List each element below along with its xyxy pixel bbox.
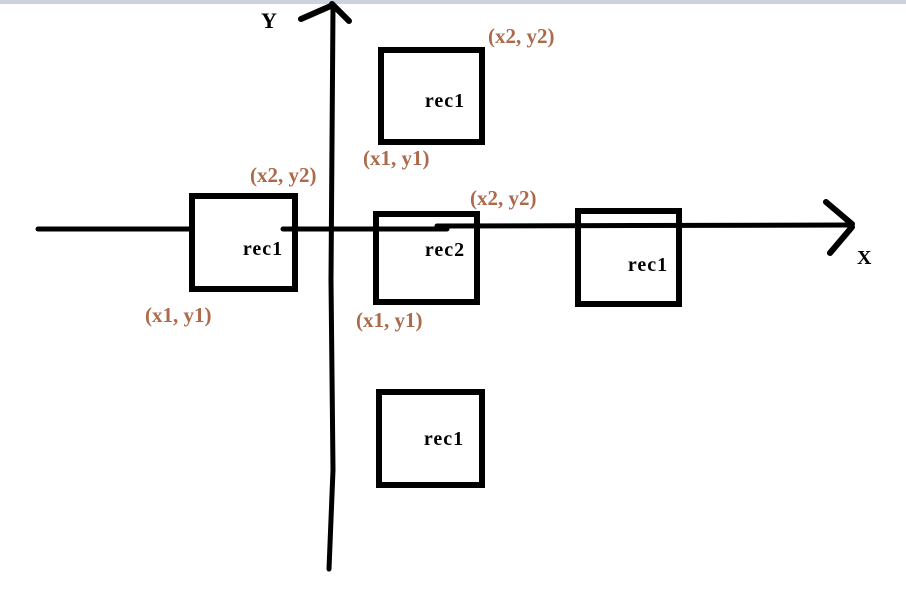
y-axis-label: Y xyxy=(261,8,277,33)
rect-left-label: rec1 xyxy=(242,238,284,260)
x-axis-label: X xyxy=(857,247,872,269)
rect-center-corner-x1y1: (x1, y1) xyxy=(356,308,423,332)
rect-left xyxy=(189,193,298,292)
x-axis-right-segment xyxy=(434,222,854,229)
rect-left-corner-x2y2: (x2, y2) xyxy=(250,163,317,187)
rect-bottom-label: rec1 xyxy=(423,428,465,450)
rect-top-corner-x1y1: (x1, y1) xyxy=(363,146,430,170)
window-edge-strip xyxy=(0,0,906,4)
x-axis-arrowhead-icon xyxy=(823,199,855,256)
rect-center-corner-x2y2: (x2, y2) xyxy=(470,186,537,210)
rect-top-corner-x2y2: (x2, y2) xyxy=(488,24,555,48)
y-axis-arrowhead-icon xyxy=(298,1,352,24)
rect-bottom xyxy=(376,389,485,488)
rect-top xyxy=(378,47,485,145)
rect-top-label: rec1 xyxy=(424,90,466,112)
rect-right-label: rec1 xyxy=(627,254,669,276)
rect-left-corner-x1y1: (x1, y1) xyxy=(145,303,212,327)
rect-center-label: rec2 xyxy=(424,239,466,261)
y-axis-line xyxy=(326,4,336,572)
